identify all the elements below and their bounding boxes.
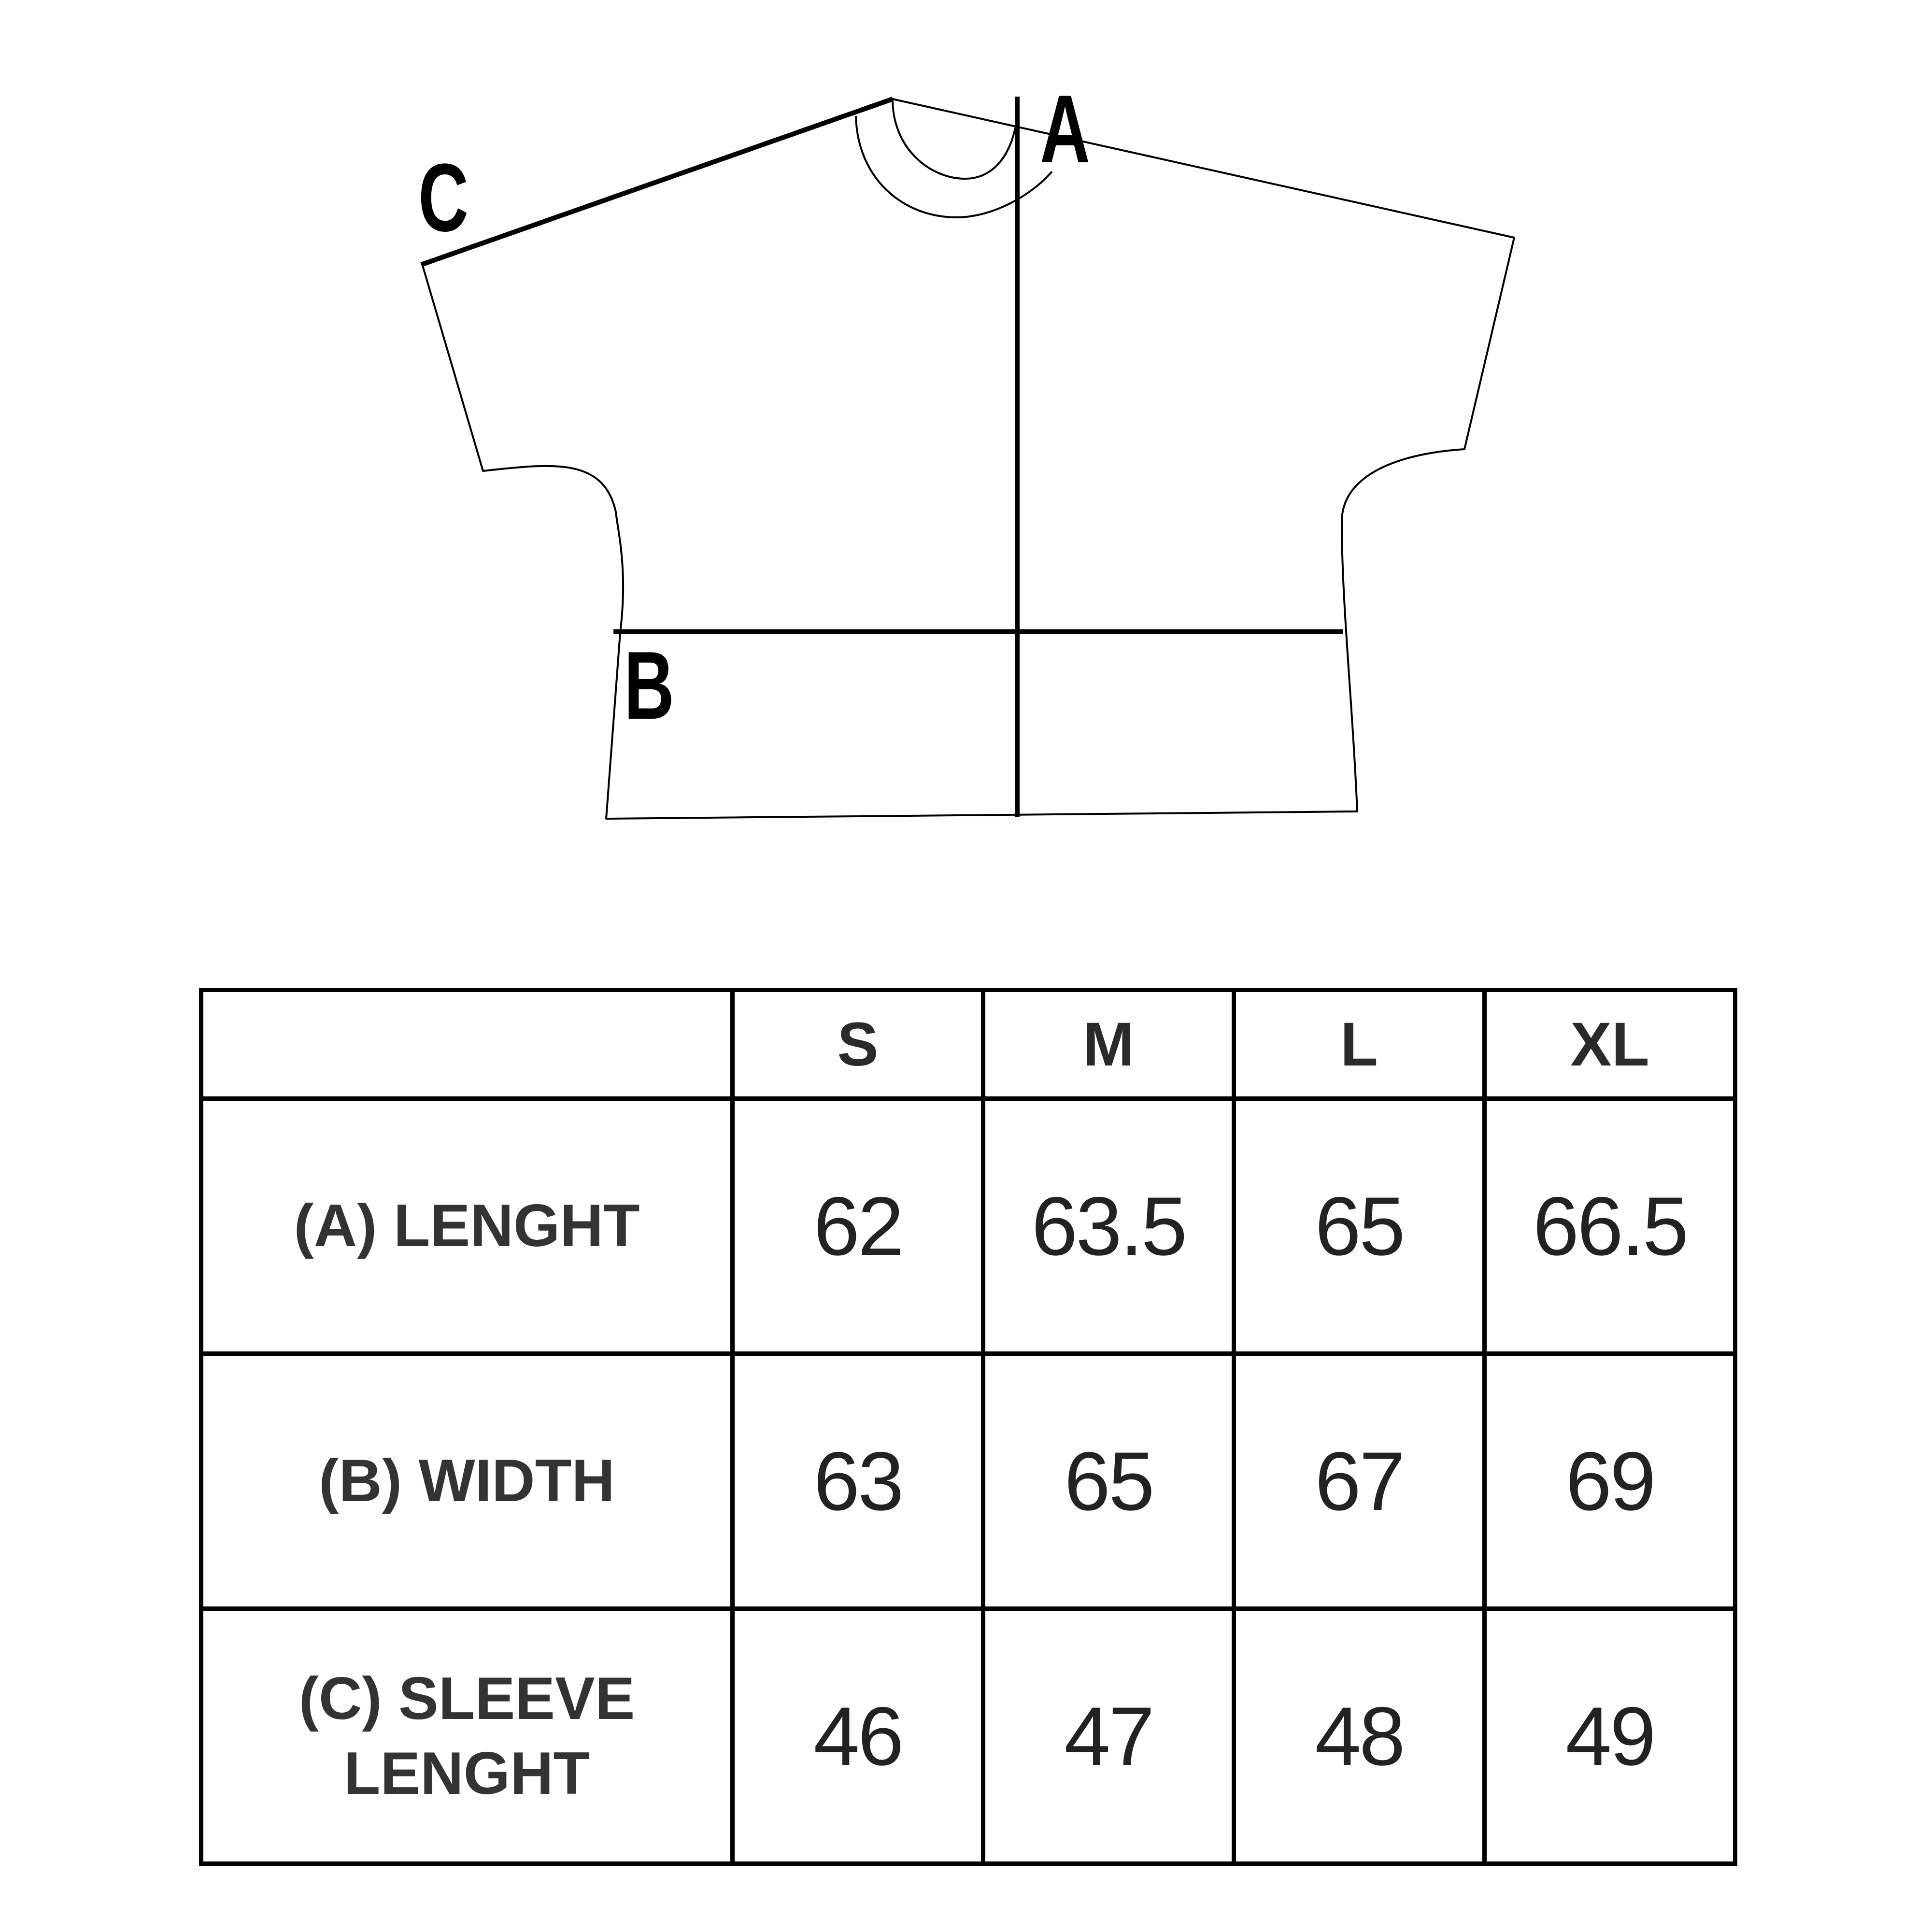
collar-outer xyxy=(855,115,1053,218)
value-cell: 63.5 xyxy=(981,1096,1236,1356)
row-label-length: (A) LENGHT xyxy=(199,1096,735,1356)
value-cell: 46 xyxy=(730,1606,985,1866)
row-label-width: (B) WIDTH xyxy=(199,1351,735,1611)
table-row: (B) WIDTH 63 65 67 69 xyxy=(199,1351,1737,1611)
size-header-xl: XL xyxy=(1482,988,1737,1101)
measure-line-c xyxy=(420,97,894,267)
size-header-m: M xyxy=(981,988,1236,1101)
value-cell: 48 xyxy=(1232,1606,1487,1866)
table-header-row: S M L XL xyxy=(199,988,1737,1101)
size-chart-table: S M L XL (A) LENGHT 62 63.5 65 66.5 (B) … xyxy=(199,988,1737,1866)
value-cell: 47 xyxy=(981,1606,1236,1866)
table-row: (C) SLEEVE LENGHT 46 47 48 49 xyxy=(199,1606,1737,1866)
value-cell: 66.5 xyxy=(1482,1096,1737,1356)
value-cell: 63 xyxy=(730,1351,985,1611)
value-cell: 67 xyxy=(1232,1351,1487,1611)
row-label-sleeve-length: (C) SLEEVE LENGHT xyxy=(199,1606,735,1866)
size-header-s: S xyxy=(730,988,985,1101)
value-cell: 69 xyxy=(1482,1351,1737,1611)
marker-b: B xyxy=(624,632,674,739)
tshirt-diagram xyxy=(420,97,1515,820)
value-cell: 62 xyxy=(730,1096,985,1356)
marker-c: C xyxy=(418,144,469,252)
marker-a: A xyxy=(1040,75,1090,183)
size-header-l: L xyxy=(1232,988,1487,1101)
collar-inner xyxy=(892,99,1019,180)
corner-cell xyxy=(199,988,735,1101)
value-cell: 65 xyxy=(981,1351,1236,1611)
tshirt-outline xyxy=(422,98,1515,820)
table-row: (A) LENGHT 62 63.5 65 66.5 xyxy=(199,1096,1737,1356)
value-cell: 65 xyxy=(1232,1096,1487,1356)
value-cell: 49 xyxy=(1482,1606,1737,1866)
